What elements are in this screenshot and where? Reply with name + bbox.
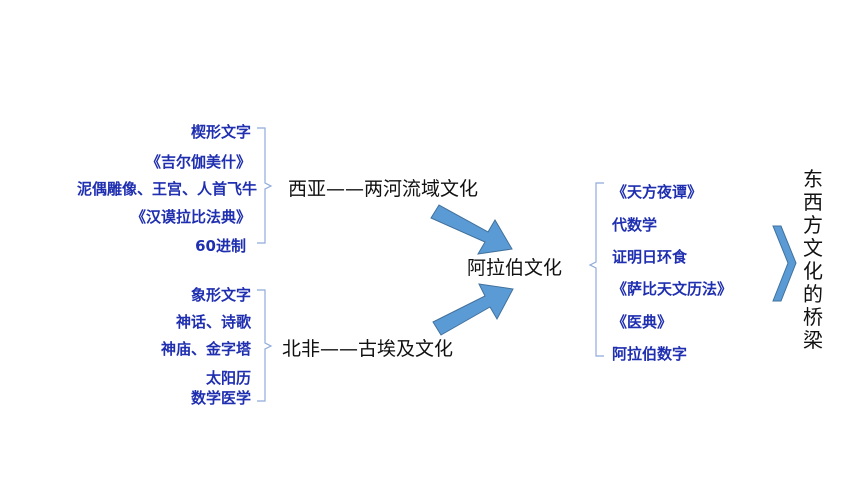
- west-item-4: 《汉谟拉比法典》: [130, 208, 251, 226]
- conclusion-vertical-text: 东 西 方 文 化 的 桥 梁: [801, 168, 825, 352]
- arab-item-2: 代数学: [612, 216, 658, 234]
- west-item-5: 60进制: [195, 237, 246, 255]
- conclusion-char: 桥: [803, 305, 823, 329]
- africa-item-3: 神庙、金字塔: [160, 340, 251, 358]
- west-asia-heading: 西亚——两河流域文化: [288, 178, 479, 200]
- africa-item-4: 太阳历: [205, 369, 251, 387]
- north-africa-heading: 北非——古埃及文化: [282, 338, 454, 360]
- arab-item-1: 《天方夜谭》: [612, 183, 703, 201]
- west-item-3: 泥偶雕像、王宫、人首飞牛: [76, 180, 257, 198]
- arab-item-3: 证明日环食: [612, 248, 688, 266]
- africa-item-2: 神话、诗歌: [175, 313, 251, 331]
- africa-item-1: 象形文字: [190, 286, 251, 304]
- west-item-2: 《吉尔伽美什》: [145, 153, 251, 171]
- west-brace: [257, 127, 273, 244]
- conclusion-char: 西: [803, 190, 823, 214]
- conclusion-char: 文: [803, 236, 823, 260]
- arab-item-5: 《医典》: [612, 313, 673, 331]
- arrow-to-conclusion: [772, 225, 797, 302]
- arrow-west-to-arab: [430, 204, 513, 255]
- arab-brace: [588, 182, 604, 357]
- conclusion-char: 化: [803, 259, 823, 283]
- arrow-africa-to-arab: [432, 283, 514, 336]
- conclusion-char: 的: [803, 282, 823, 306]
- conclusion-char: 梁: [803, 328, 823, 352]
- arab-item-4: 《萨比天文历法》: [612, 280, 733, 298]
- conclusion-char: 东: [803, 167, 823, 191]
- north-africa-brace: [257, 289, 273, 402]
- africa-item-5: 数学医学: [190, 389, 251, 407]
- arab-item-6: 阿拉伯数字: [612, 345, 688, 363]
- arab-heading: 阿拉伯文化: [467, 257, 563, 279]
- conclusion-char: 方: [803, 213, 823, 237]
- west-item-1: 楔形文字: [190, 123, 251, 141]
